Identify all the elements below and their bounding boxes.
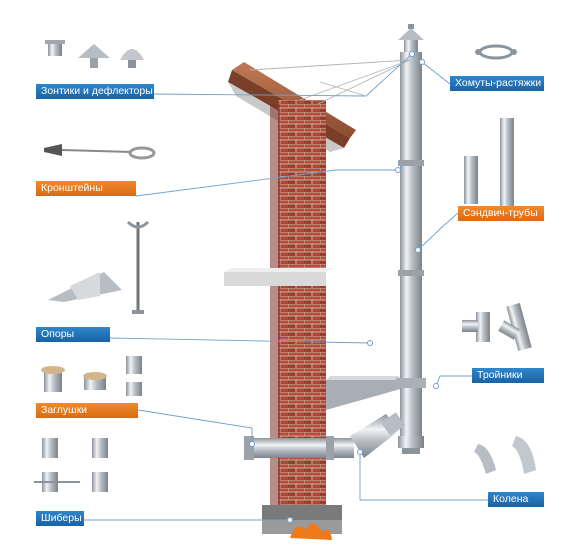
label-caps: Заглушки (36, 403, 138, 418)
thumbnail-umbrellas (45, 40, 144, 68)
label-clamps: Хомуты-растяжки (450, 76, 544, 91)
leader-lines (84, 53, 488, 521)
ceiling-slab (224, 268, 334, 286)
thumbnail-bracket (44, 144, 156, 160)
thumbnail-elbows (474, 436, 536, 474)
brick-wall (262, 100, 342, 534)
label-dampers: Шиберы (36, 511, 84, 526)
label-sandwich-pipes: Сэндвич-трубы (458, 206, 544, 221)
label-umbrellas: Зонтики и дефлекторы (36, 84, 154, 99)
label-elbows: Колена (488, 492, 544, 507)
guy-wires (249, 59, 411, 105)
label-supports: Опоры (36, 327, 110, 342)
thumbnail-dampers (34, 438, 108, 492)
thumbnail-clamp (475, 44, 517, 60)
thumbnail-supports (48, 220, 150, 314)
flame-icon (290, 523, 332, 540)
thumbnail-caps (41, 356, 142, 396)
wall-bracket (326, 376, 404, 410)
label-tees: Тройники (472, 368, 544, 383)
vertical-pipe (396, 24, 426, 454)
label-brackets: Кронштейны (36, 181, 136, 196)
thumbnail-sandwich-pipes (464, 118, 514, 206)
horizontal-pipe (244, 412, 405, 460)
leader-dot-icon (249, 51, 439, 523)
thumbnail-tees (462, 302, 532, 352)
